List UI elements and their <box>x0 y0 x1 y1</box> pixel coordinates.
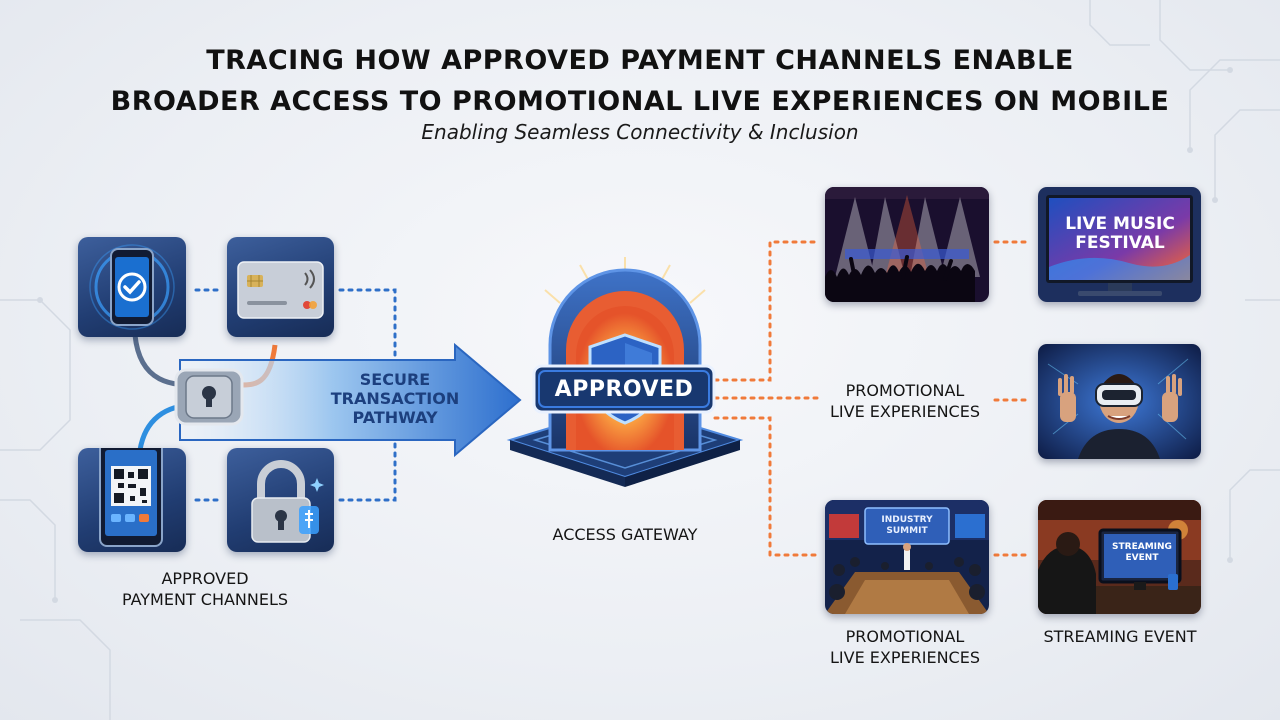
payment-channels-label: APPROVED PAYMENT CHANNELS <box>121 569 289 609</box>
tv-screen-icon <box>1038 187 1201 302</box>
secure-pathway-label: SECURE TRANSACTION PATHWAY <box>330 370 460 427</box>
mobile-app-tile[interactable] <box>78 237 186 337</box>
streaming-monitor-icon <box>1038 500 1201 614</box>
title-line-2: BROADER ACCESS TO PROMOTIONAL LIVE EXPER… <box>110 86 1170 117</box>
promotional-experiences-center-label: PROMOTIONAL LIVE EXPERIENCES <box>830 381 980 421</box>
page-subtitle: Enabling Seamless Connectivity & Inclusi… <box>421 120 859 144</box>
industry-summit-title: INDUSTRY SUMMIT <box>881 515 933 536</box>
music-festival-image[interactable] <box>1038 187 1201 302</box>
credit-card-icon <box>237 261 324 319</box>
streaming-screen-title: STREAMING EVENT <box>1112 542 1172 563</box>
conference-icon <box>825 500 989 614</box>
vr-experience-image[interactable] <box>1038 344 1201 459</box>
promotional-experiences-bottom-label: PROMOTIONAL LIVE EXPERIENCES <box>830 627 980 667</box>
concert-stage-image[interactable] <box>825 187 989 302</box>
qr-phone-icon <box>99 448 163 547</box>
hub-lock-icon <box>174 368 244 426</box>
secure-pathway-arrow <box>179 342 522 458</box>
concert-icon <box>825 187 989 302</box>
music-festival-title: LIVE MUSIC FESTIVAL <box>1065 214 1175 253</box>
streaming-event-image[interactable] <box>1038 500 1201 614</box>
approved-badge: APPROVED <box>554 376 694 402</box>
approved-badge-shape <box>532 364 716 414</box>
access-gateway-label: ACCESS GATEWAY <box>552 525 698 544</box>
streaming-event-label: STREAMING EVENT <box>1043 627 1197 646</box>
industry-summit-image[interactable] <box>825 500 989 614</box>
padlock-icon <box>251 460 324 543</box>
qr-code-tile[interactable] <box>78 448 186 552</box>
page-title: TRACING HOW APPROVED PAYMENT CHANNELS EN… <box>0 40 1280 122</box>
title-line-1: TRACING HOW APPROVED PAYMENT CHANNELS EN… <box>206 45 1074 76</box>
phone-check-icon <box>89 244 175 330</box>
card-payment-tile[interactable] <box>227 237 334 337</box>
vr-headset-icon <box>1038 344 1201 459</box>
secure-lock-tile[interactable] <box>227 448 334 552</box>
